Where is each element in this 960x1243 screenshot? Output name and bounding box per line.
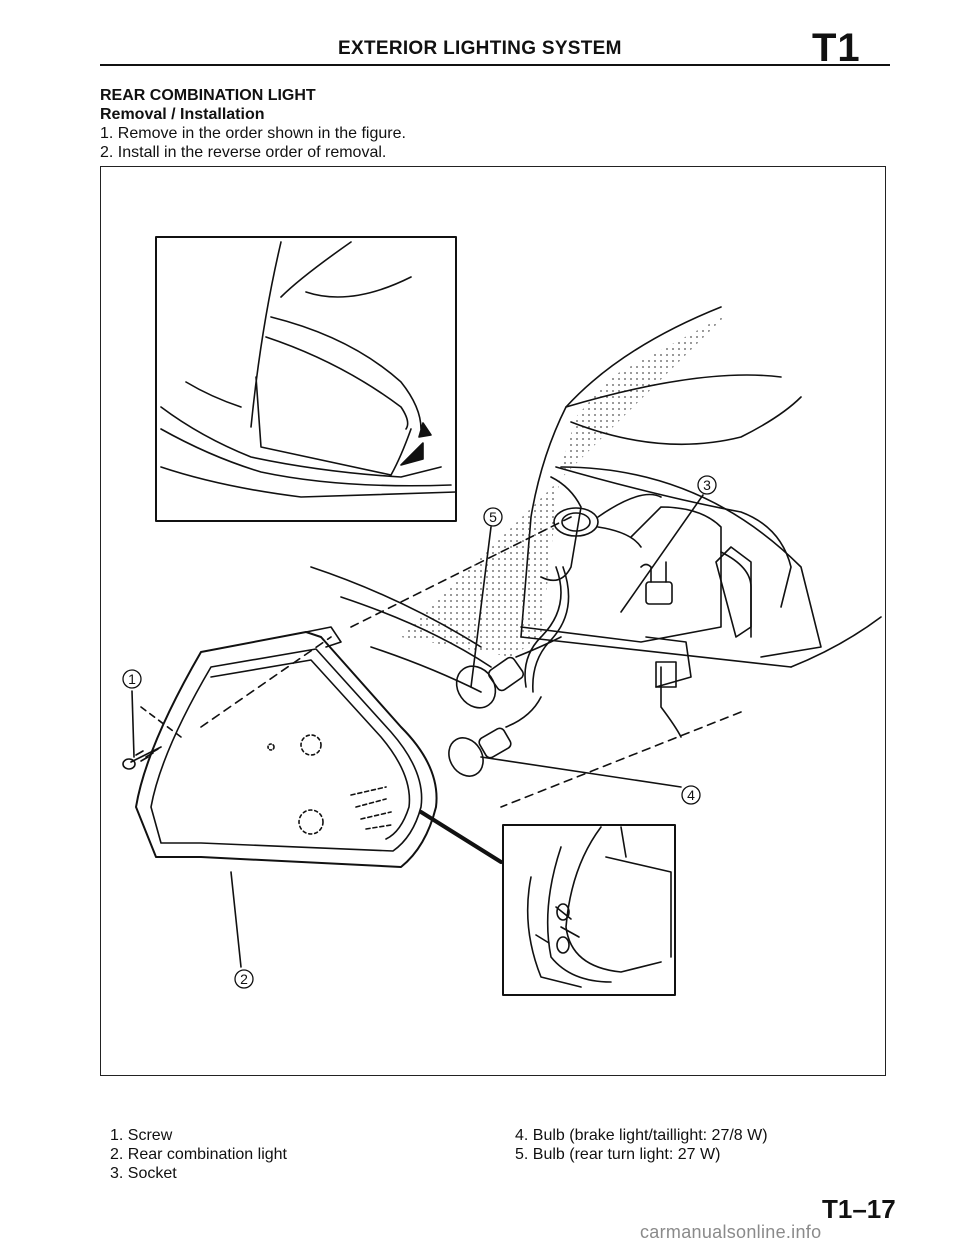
callout-4-label: 4: [687, 787, 695, 803]
page-number: T1–17: [822, 1194, 896, 1224]
parts-legend-column-2: 4. Bulb (brake light/taillight: 27/8 W) …: [515, 1126, 768, 1164]
callout-3: 3: [697, 475, 717, 495]
parts-legend-column-1: 1. Screw 2. Rear combination light 3. So…: [110, 1126, 287, 1183]
header-divider: [100, 64, 890, 66]
procedure-section: REAR COMBINATION LIGHT Removal / Install…: [100, 86, 700, 162]
callout-1: 1: [122, 669, 142, 689]
inset-detail-top: [155, 236, 457, 522]
legend-item: 4. Bulb (brake light/taillight: 27/8 W): [515, 1127, 768, 1144]
procedure-step: 1. Remove in the order shown in the figu…: [100, 125, 406, 142]
section-heading: REAR COMBINATION LIGHT: [100, 87, 316, 104]
callout-2-label: 2: [240, 971, 248, 987]
legend-item: 3. Socket: [110, 1165, 177, 1182]
screw: [122, 746, 162, 770]
watermark: carmanualsonline.info: [640, 1222, 822, 1242]
callout-5-label: 5: [489, 509, 497, 525]
procedure-step: 2. Install in the reverse order of remov…: [100, 144, 387, 161]
legend-item: 5. Bulb (rear turn light: 27 W): [515, 1146, 721, 1163]
bulb-rear-turn: [448, 696, 542, 777]
legend-item: 2. Rear combination light: [110, 1146, 287, 1163]
callout-1-label: 1: [128, 671, 136, 687]
legend-item: 1. Screw: [110, 1127, 173, 1144]
section-subheading: Removal / Installation: [100, 106, 265, 123]
callout-4: 4: [681, 785, 701, 805]
exploded-view-drawing: 1 2 3 4 5: [122, 236, 882, 996]
section-code: T1: [812, 26, 861, 70]
vehicle-body: [310, 306, 882, 738]
inset-detail-bottom: [502, 824, 676, 996]
callout-5: 5: [483, 507, 503, 527]
rear-combination-light: [135, 626, 438, 868]
callout-3-label: 3: [703, 477, 711, 493]
callout-2: 2: [234, 969, 254, 989]
callouts: 1 2 3 4 5: [122, 475, 717, 989]
bulb-brake-taillight: [455, 636, 562, 709]
leader-lines: [131, 494, 742, 968]
exploded-view-figure: 1 2 3 4 5: [100, 166, 886, 1076]
page-header-title: EXTERIOR LIGHTING SYSTEM: [338, 38, 622, 59]
